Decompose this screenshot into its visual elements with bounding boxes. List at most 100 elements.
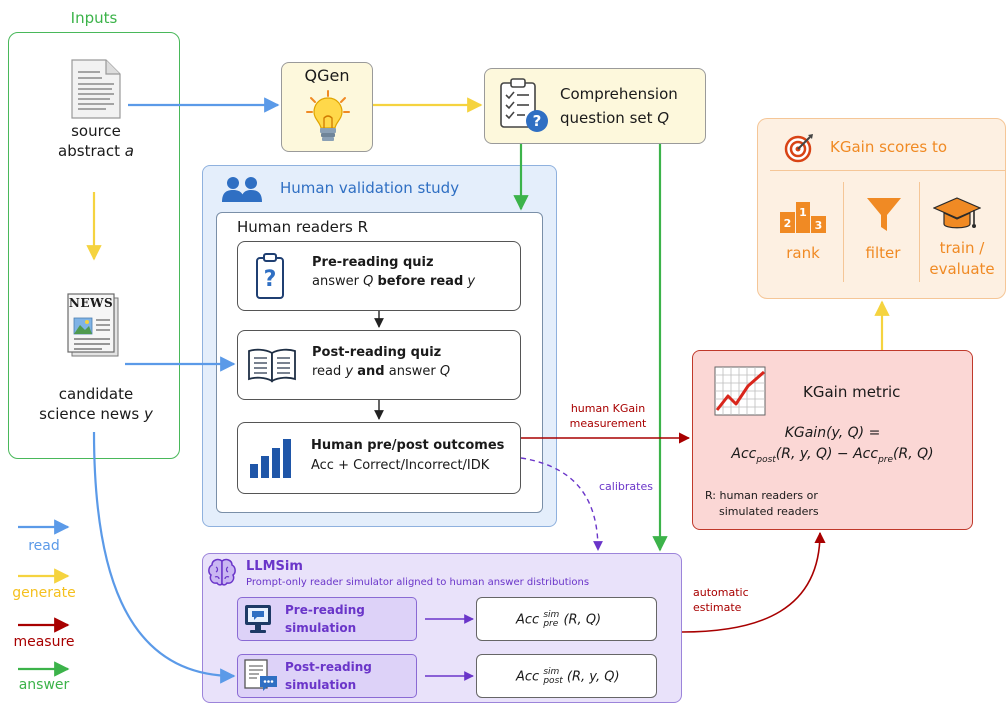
question-set-line2: question set (560, 109, 653, 127)
human-outcomes-desc: Acc + Correct/Incorrect/IDK (311, 458, 490, 473)
news-badge: NEWS (68, 296, 114, 310)
sim-pre-args: (R, Q) (563, 612, 602, 628)
kgain-scores-vdivider-2 (919, 182, 920, 282)
legend-answer-label: answer (18, 677, 70, 693)
filter-icon (867, 198, 901, 231)
podium-label-3: 3 (815, 219, 823, 232)
rank-label: rank (786, 244, 820, 262)
podium-label-1: 1 (799, 206, 807, 219)
automatic-line1: automatic (693, 586, 749, 599)
question-set-label: Comprehension question set Q (560, 82, 678, 130)
sim-post-sup: sim (543, 667, 560, 677)
human-outcomes-title: Human pre/post outcomes (311, 438, 505, 453)
brain-icon (208, 558, 236, 586)
post-t3: answer (388, 364, 436, 379)
arrow-news-to-post-sim (92, 431, 236, 684)
pre-sim-line1: Pre-reading (285, 603, 365, 617)
source-var: a (124, 142, 134, 160)
source-line2: abstract (58, 142, 120, 160)
kgain-metric-title: KGain metric (803, 383, 901, 401)
post-v1: y (345, 364, 354, 379)
formula-acc-post: Acc (731, 446, 757, 462)
inputs-title: Inputs (70, 9, 118, 27)
open-book-icon (248, 348, 296, 383)
sim-pre-sub: pre (543, 619, 559, 629)
arrow-llmsim-to-metric (681, 531, 826, 633)
llmsim-title: LLMSim (246, 559, 303, 574)
automatic-line2: estimate (693, 601, 742, 614)
news-line2: science news (39, 405, 140, 423)
legend-measure-label: measure (13, 634, 75, 650)
pre-reading-simulation-label: Pre-reading simulation (285, 601, 365, 637)
human-kgain-measurement-label: human KGain measurement (548, 401, 668, 431)
kgain-scores-vdivider-1 (843, 182, 844, 282)
sim-post-sub: post (543, 676, 563, 686)
llmsim-subtitle: Prompt-only reader simulator aligned to … (246, 577, 590, 588)
kgain-formula-line1: KGain(y, Q) = (784, 425, 881, 441)
train-line1: train / (939, 239, 985, 257)
pre-reading-quiz-desc: answer Q before read y (312, 274, 475, 289)
pre-sim-line2: simulation (285, 621, 357, 635)
pre-v2: y (467, 274, 476, 289)
pre-v1: Q (363, 274, 374, 289)
formula-minus: − (836, 446, 849, 462)
filter-label: filter (865, 244, 901, 262)
train-line2: evaluate (929, 260, 995, 278)
question-set-line1: Comprehension (560, 85, 678, 103)
kgain-scores-title: KGain scores to (830, 138, 948, 156)
sim-post-acc: Acc (516, 669, 540, 685)
note-line2: simulated readers (719, 505, 819, 518)
pre-reading-quiz-title: Pre-reading quiz (312, 255, 434, 270)
target-icon (784, 134, 813, 163)
formula-pre-sub: pre (878, 454, 894, 465)
question-set-var: Q (657, 109, 670, 127)
bar-chart-icon (250, 439, 291, 478)
post-t2: and (357, 364, 385, 379)
svg-text:?: ? (533, 112, 542, 130)
svg-text:?: ? (264, 267, 277, 292)
post-v2: Q (439, 364, 451, 379)
sim-pre-sup: sim (543, 610, 560, 620)
pre-reading-quiz-box (237, 241, 521, 311)
formula-post-sub: post (756, 454, 776, 465)
calibrates-label: calibrates (599, 480, 653, 493)
post-reading-quiz-title: Post-reading quiz (312, 345, 442, 360)
document-icon (71, 59, 121, 119)
automatic-estimate-label: automatic estimate (693, 585, 749, 615)
source-line1: source (71, 122, 121, 140)
newspaper-icon (67, 293, 119, 357)
candidate-news-label: candidate science news y (20, 384, 172, 424)
legend-generate-label: generate (12, 585, 76, 601)
podium-label-2: 2 (784, 217, 792, 230)
legend-read-label: read (28, 538, 60, 554)
human-validation-title: Human validation study (280, 179, 460, 197)
news-var: y (143, 405, 153, 423)
source-abstract-label: source abstract a (30, 121, 162, 161)
formula-acc-pre: Acc (853, 446, 879, 462)
human-kgain-line1: human KGain (570, 402, 646, 415)
human-readers-title: Human readers R (237, 218, 369, 236)
graduation-cap-icon (933, 197, 981, 229)
users-icon (222, 177, 262, 202)
post-t1: read (312, 364, 342, 379)
lightbulb-icon (306, 90, 350, 141)
kgain-metric-note: R: human readers or simulated readers (705, 488, 819, 520)
pre-t2: before read (377, 274, 464, 289)
acc-sim-post-box (476, 654, 657, 698)
note-line1: R: human readers or (705, 489, 818, 502)
post-reading-quiz-desc: read y and answer Q (312, 364, 450, 379)
train-evaluate-label: train / evaluate (922, 238, 1002, 280)
human-kgain-line2: measurement (569, 417, 647, 430)
post-sim-line2: simulation (285, 678, 357, 692)
sim-post-args: (R, y, Q) (566, 669, 620, 685)
formula-args-pre: (R, Q) (893, 446, 934, 462)
acc-sim-pre-box (476, 597, 657, 641)
podium-icon: 2 1 3 (780, 202, 826, 233)
post-sim-line1: Post-reading (285, 660, 372, 674)
clipboard-question-icon: ? (256, 253, 284, 299)
arrow-calibrates (520, 457, 603, 551)
sim-pre-acc: Acc (516, 612, 540, 628)
acc-sim-pre-formula: Acc sim pre (R, Q) (516, 611, 601, 629)
trend-chart-icon (714, 366, 766, 416)
